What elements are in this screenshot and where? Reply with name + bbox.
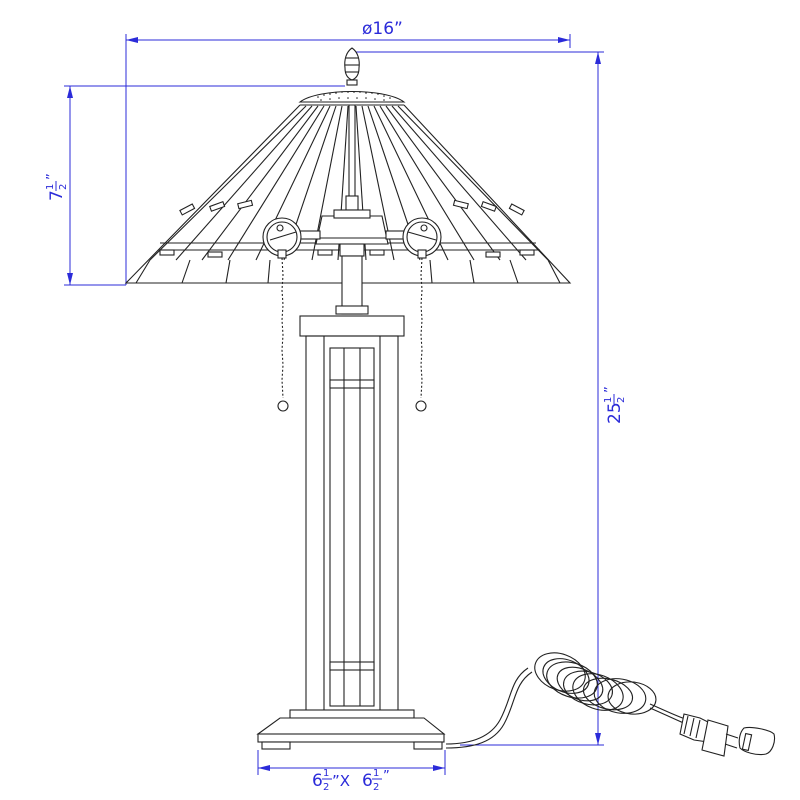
- lamp-body: [299, 315, 405, 719]
- power-cord: [445, 652, 689, 749]
- pull-chain-right: [415, 257, 427, 412]
- svg-text:1: 1: [323, 768, 329, 779]
- foot-left: [261, 741, 291, 750]
- strap-upper: [329, 379, 375, 389]
- arrow-down: [67, 273, 73, 285]
- pull-chain-bead-left: [277, 400, 289, 412]
- arrow-down-right: [595, 733, 601, 745]
- body-frame: [305, 335, 399, 719]
- cap-perforation: [317, 91, 391, 101]
- svg-text:2: 2: [58, 184, 69, 190]
- shade-cap: [298, 91, 406, 103]
- body-top-cap: [299, 315, 405, 337]
- svg-text:6: 6: [362, 771, 373, 791]
- shade-tiles: [159, 199, 535, 258]
- svg-text:1: 1: [373, 768, 379, 779]
- base-plinth: [256, 717, 446, 735]
- svg-text:1: 1: [45, 184, 56, 190]
- svg-text:6: 6: [312, 771, 323, 791]
- svg-text:2: 2: [373, 782, 379, 793]
- base-size-label: 6 1 2 ”X 6 1 2 ”: [312, 768, 390, 793]
- svg-text:7: 7: [47, 190, 67, 201]
- dimension-labels: ø16” 7 1 2 ” 25 1 2 ” 6 1 2 ”X 6 1: [45, 19, 627, 793]
- foot-right: [413, 741, 443, 750]
- arrow-up: [67, 86, 73, 98]
- cluster-body: [315, 215, 389, 245]
- svg-text:”: ”: [603, 386, 618, 393]
- shade-height-label: 7 1 2 ”: [45, 173, 69, 201]
- pull-chain-left: [277, 257, 289, 412]
- svg-text:25: 25: [605, 402, 625, 424]
- lamp-neck: [335, 243, 369, 315]
- finial: [344, 47, 360, 86]
- svg-text:”X: ”X: [332, 772, 350, 790]
- svg-text:2: 2: [616, 397, 627, 403]
- arrow-left: [126, 37, 138, 43]
- svg-text:”: ”: [45, 173, 60, 180]
- socket-cluster: [262, 209, 442, 259]
- svg-text:”: ”: [383, 769, 390, 784]
- arrow-left-bottom: [258, 765, 270, 771]
- svg-text:2: 2: [323, 782, 329, 793]
- coiled-cord: [534, 652, 657, 715]
- strap-lower: [329, 661, 375, 671]
- rod-nut: [345, 195, 359, 211]
- base-plate: [257, 733, 445, 743]
- svg-text:1: 1: [603, 397, 614, 403]
- pull-chain-bead-right: [415, 400, 427, 412]
- socket-arm-left: [299, 230, 321, 240]
- arrow-up-right: [595, 52, 601, 64]
- dimension-lines: [64, 34, 604, 775]
- overall-height-label: 25 1 2 ”: [603, 386, 627, 424]
- socket-right: [402, 217, 442, 259]
- shade-diameter-label: ø16”: [362, 19, 403, 39]
- lamp-base: [256, 709, 446, 750]
- arrow-right: [558, 37, 570, 43]
- body-panel: [329, 347, 375, 707]
- socket-left: [262, 217, 302, 259]
- plug-body: [701, 719, 729, 757]
- arrow-right-bottom: [433, 765, 445, 771]
- power-plug: [679, 713, 776, 757]
